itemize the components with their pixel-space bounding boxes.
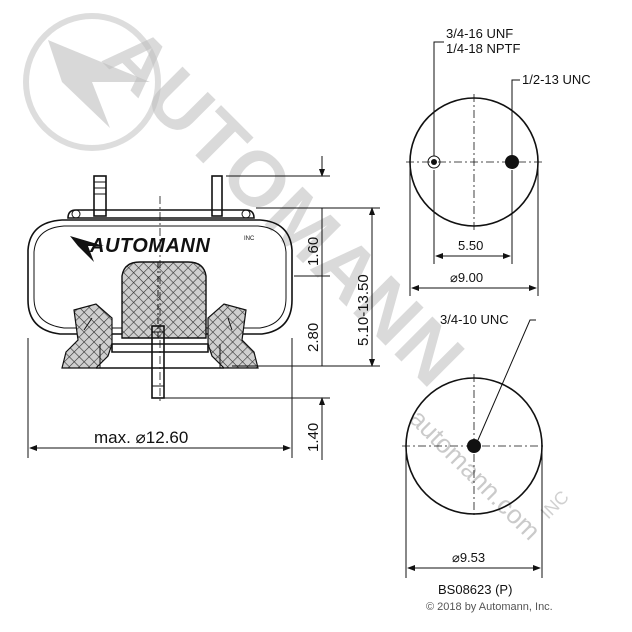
- logo-emblem: [70, 236, 104, 262]
- height-lower-label: 1.40: [305, 423, 322, 452]
- thread-label-2: 1/4-18 NPTF: [446, 41, 520, 56]
- watermark: AUTOMANN automann.com INC: [23, 10, 573, 546]
- bottom-stud: [151, 325, 165, 399]
- copyright: © 2018 by Automann, Inc.: [426, 601, 553, 613]
- top-stud-right: [211, 175, 223, 217]
- automann-logo: AUTOMANN INC: [70, 235, 255, 262]
- top-stud-hole: [505, 155, 519, 169]
- height-range-label: 5.10-13.50: [355, 274, 372, 346]
- logo-text: AUTOMANN: [89, 235, 210, 257]
- bottom-stud-hole: [467, 439, 481, 453]
- piston-left-wall: [61, 303, 113, 369]
- bottom-view: 3/4-10 UNC ⌀9.53: [402, 312, 546, 578]
- top-view: 3/4-16 UNF 1/4-18 NPTF 1/2-13 UNC 5.50 ⌀…: [406, 26, 591, 296]
- top-stud-left: [93, 175, 107, 217]
- height-upper-label: 1.60: [305, 237, 322, 266]
- stud-label: 1/2-13 UNC: [522, 72, 591, 87]
- bead-plate: [67, 209, 255, 219]
- logo-mark: INC: [244, 236, 255, 242]
- watermark-logo-shape: [48, 40, 150, 128]
- bumper: [121, 261, 207, 339]
- side-view: AUTOMANN INC 1.60 2.80 1.40 5.10-13.50 m…: [27, 156, 380, 460]
- bellow-outline: [27, 219, 293, 335]
- watermark-circle: [23, 13, 161, 151]
- top-diameter-label: ⌀9.00: [450, 270, 483, 285]
- piston-body: [111, 343, 209, 353]
- height-middle-label: 2.80: [305, 323, 322, 352]
- bottom-diameter-label: ⌀9.53: [452, 550, 485, 565]
- spacing-label: 5.50: [458, 238, 483, 253]
- bottom-thread-label: 3/4-10 UNC: [440, 312, 509, 327]
- part-number: BS08623 (P): [438, 582, 512, 597]
- piston-right-wall: [207, 303, 259, 369]
- thread-label-1: 3/4-16 UNF: [446, 26, 513, 41]
- max-diameter-label: max. ⌀12.60: [94, 428, 188, 447]
- watermark-sub-text: automann.com: [404, 403, 547, 546]
- watermark-main-text: AUTOMANN: [88, 10, 482, 404]
